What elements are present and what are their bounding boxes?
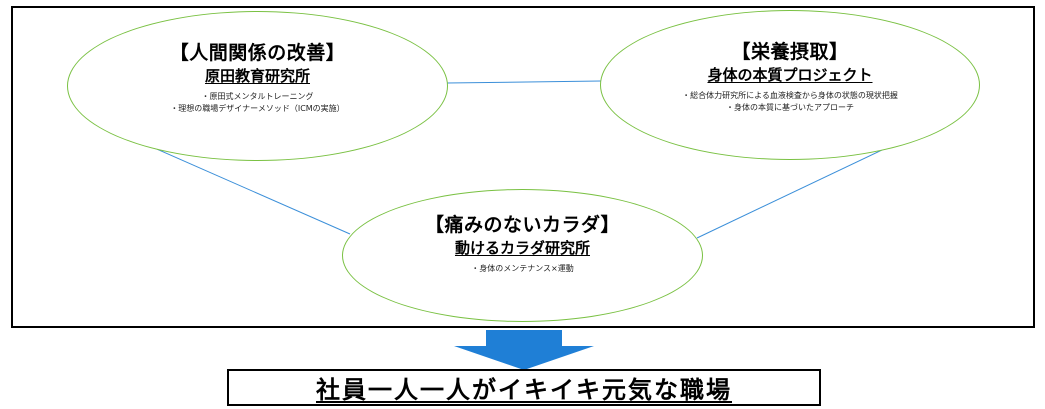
node-subtitle: 動けるカラダ研究所 [454, 239, 590, 257]
node-bullet: ・総合体力研究所による血液検査から身体の状態の現状把握 [682, 91, 898, 100]
node-bullets: ・総合体力研究所による血液検査から身体の状態の現状把握 ・身体の本質に基づいたア… [601, 90, 979, 114]
node-subtitle: 身体の本質プロジェクト [707, 66, 873, 84]
node-title: 【人間関係の改善】 [169, 42, 346, 64]
result-text: 社員一人一人がイキイキ元気な職場 [316, 376, 732, 404]
result-box: 社員一人一人がイキイキ元気な職場 [227, 369, 821, 406]
down-arrow-icon [454, 330, 594, 370]
node-title: 【栄養摂取】 [731, 41, 849, 63]
diagram-frame [11, 6, 1035, 328]
node-nutrition: 【栄養摂取】 身体の本質プロジェクト ・総合体力研究所による血液検査から身体の状… [600, 10, 980, 160]
node-bullets: ・身体のメンテナンス×運動 [343, 263, 702, 275]
node-bullet: ・原田式メンタルトレーニング [201, 92, 314, 101]
node-subtitle: 原田教育研究所 [204, 67, 310, 85]
node-relationships: 【人間関係の改善】 原田教育研究所 ・原田式メンタルトレーニング ・理想の職場デ… [67, 11, 448, 161]
node-painless-body: 【痛みのないカラダ】 動けるカラダ研究所 ・身体のメンテナンス×運動 [342, 189, 703, 322]
node-bullet: ・理想の職場デザイナーメソッド（ICMの実施） [170, 104, 345, 113]
node-title: 【痛みのないカラダ】 [424, 214, 620, 236]
connector-right [696, 138, 906, 239]
node-bullet: ・身体の本質に基づいたアプローチ [726, 103, 854, 112]
node-bullets: ・原田式メンタルトレーニング ・理想の職場デザイナーメソッド（ICMの実施） [68, 91, 447, 115]
connector-top [446, 80, 602, 84]
node-bullet: ・身体のメンテナンス×運動 [471, 264, 574, 273]
connector-left [126, 135, 351, 235]
